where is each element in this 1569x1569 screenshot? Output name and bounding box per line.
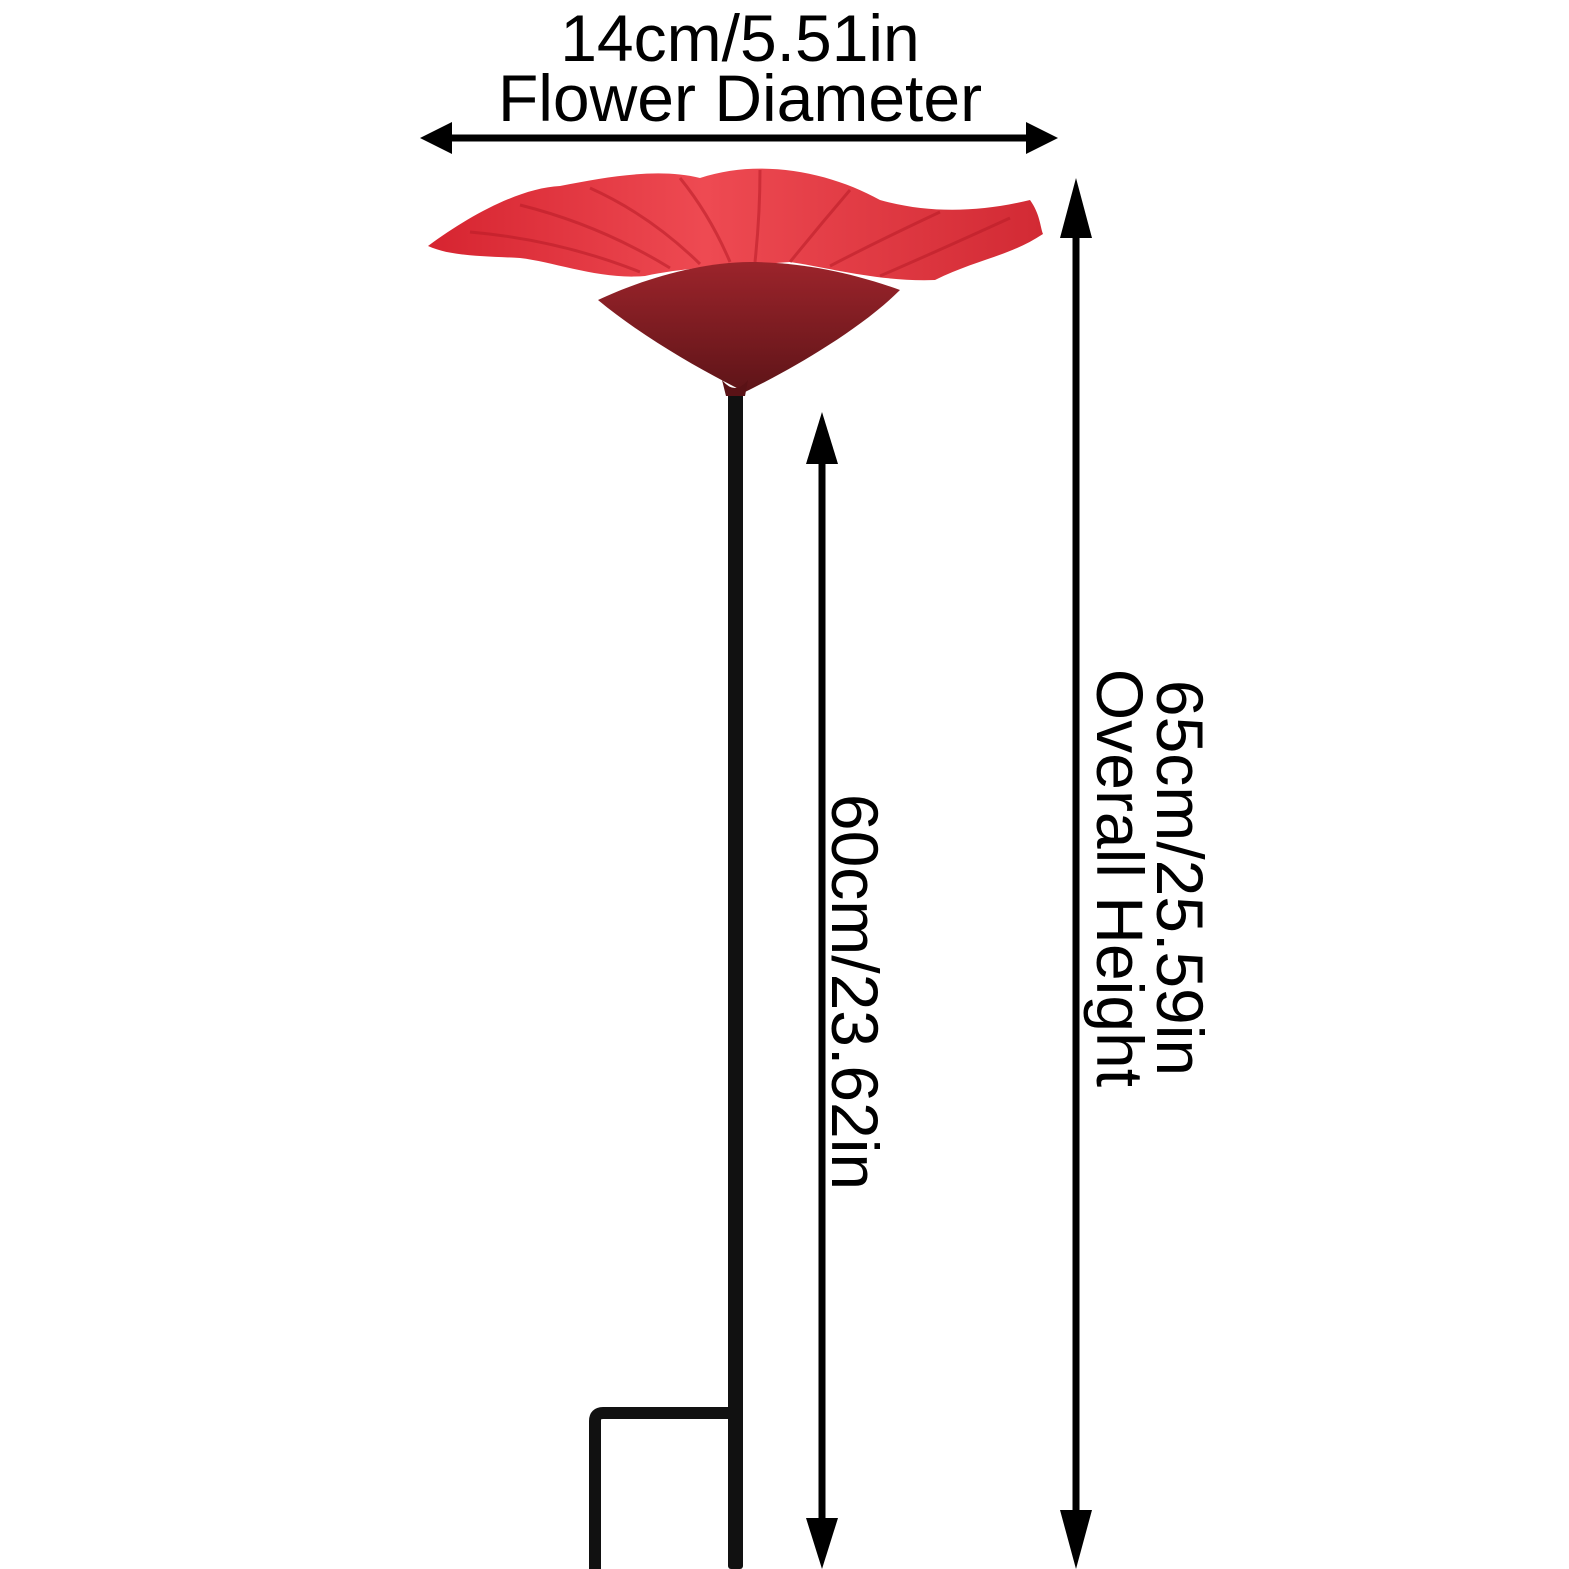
garden-stake <box>589 390 743 1569</box>
stem-length-label: 60cm/23.62in <box>818 793 892 1191</box>
overall-height-label: 65cm/25.59in Overall Height <box>1083 668 1217 1088</box>
flower-base <box>722 380 748 396</box>
double-arrow-horizontal-icon <box>420 122 1058 154</box>
stem-length-value: 60cm/23.62in <box>818 793 892 1191</box>
double-arrow-vertical-stem-icon <box>806 412 838 1569</box>
flower-diameter-value: 14cm/5.51in <box>560 1 920 75</box>
stake-prong <box>589 1407 735 1569</box>
flower-diameter-label: 14cm/5.51in Flower Diameter <box>497 1 983 135</box>
flower-underside <box>598 262 900 392</box>
poppy-flower-bird-bath <box>428 168 1043 396</box>
flower-diameter-caption: Flower Diameter <box>497 61 983 135</box>
overall-height-caption: Overall Height <box>1083 668 1157 1088</box>
flower-ridges <box>469 169 1011 278</box>
stake-pole <box>728 390 743 1569</box>
double-arrow-vertical-overall-icon <box>1060 178 1092 1569</box>
overall-height-value: 65cm/25.59in <box>1143 679 1217 1077</box>
